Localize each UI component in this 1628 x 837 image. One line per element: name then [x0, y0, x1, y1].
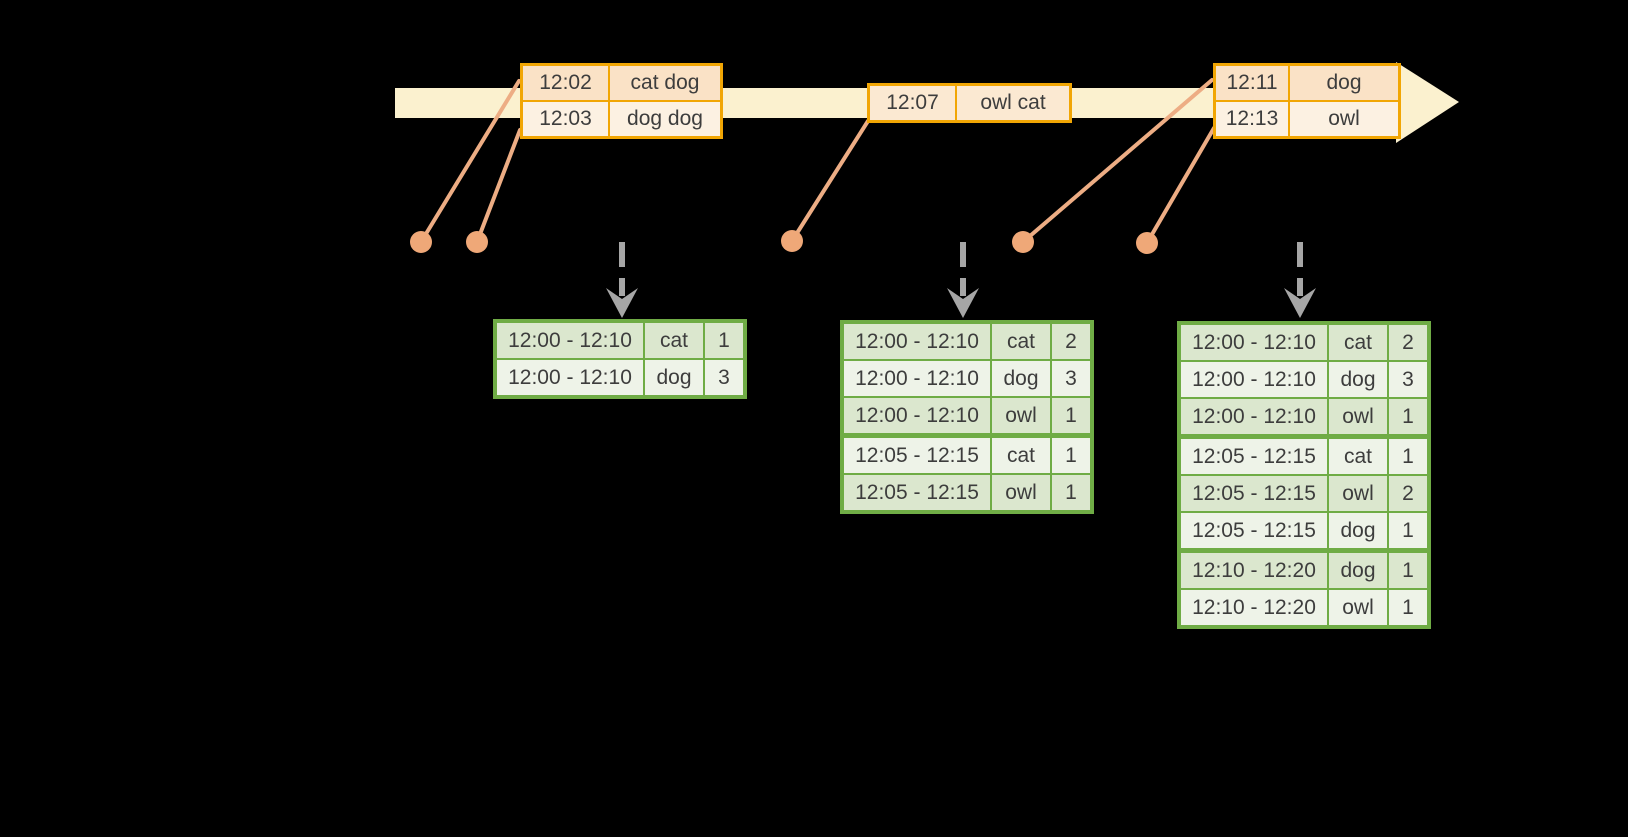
event-dots: [410, 230, 1158, 254]
table-cell: 12:05 - 12:15: [1181, 476, 1327, 511]
connector-line: [419, 79, 521, 244]
table-cell: 2: [1389, 325, 1427, 360]
table-cell: cat: [645, 323, 703, 358]
table-cell: 1: [1389, 553, 1427, 588]
table-cell: dog: [1290, 66, 1398, 100]
event-dot-icon: [410, 231, 432, 253]
table-cell: dog: [992, 361, 1050, 396]
table-cell: 1: [1389, 399, 1427, 434]
table-cell: 1: [1052, 438, 1090, 473]
table-cell: cat: [1329, 325, 1387, 360]
table-cell: 12:07: [870, 86, 955, 120]
table-cell: dog: [1329, 553, 1387, 588]
table-cell: 12:13: [1216, 102, 1288, 136]
table-cell: owl: [992, 398, 1050, 433]
table-cell: 12:05 - 12:15: [844, 438, 990, 473]
connector-line: [790, 119, 870, 243]
table-cell: 12:00 - 12:10: [844, 398, 990, 433]
table-cell: owl: [1329, 399, 1387, 434]
table-cell: dog: [1329, 513, 1387, 548]
table-cell: 3: [705, 360, 743, 395]
table-cell: 12:00 - 12:10: [1181, 362, 1327, 397]
table-cell: 12:00 - 12:10: [1181, 399, 1327, 434]
trigger-arrows: [606, 242, 1316, 318]
table-cell: 2: [1389, 476, 1427, 511]
table-cell: 3: [1389, 362, 1427, 397]
table-cell: 12:05 - 12:15: [1181, 513, 1327, 548]
connector-line: [1145, 126, 1216, 245]
table-cell: 12:02: [523, 66, 608, 100]
table-cell: dog dog: [610, 102, 720, 136]
connector-line: [1021, 78, 1214, 244]
table-cell: 12:00 - 12:10: [497, 360, 643, 395]
table-cell: 1: [1052, 398, 1090, 433]
table-cell: owl: [992, 475, 1050, 510]
event-dot-icon: [781, 230, 803, 252]
table-cell: 12:11: [1216, 66, 1288, 100]
table-cell: 12:10 - 12:20: [1181, 590, 1327, 625]
table-cell: cat: [992, 438, 1050, 473]
table-cell: 1: [1389, 513, 1427, 548]
dashed-down-arrow-icon: [606, 242, 638, 318]
table-cell: owl: [1290, 102, 1398, 136]
table-cell: 12:00 - 12:10: [497, 323, 643, 358]
connector-line: [475, 128, 522, 244]
table-cell: dog: [1329, 362, 1387, 397]
table-cell: owl: [1329, 590, 1387, 625]
table-cell: 3: [1052, 361, 1090, 396]
event-dot-icon: [1136, 232, 1158, 254]
table-cell: cat: [992, 324, 1050, 359]
event-dot-icon: [1012, 231, 1034, 253]
table-cell: 1: [1052, 475, 1090, 510]
table-cell: 12:00 - 12:10: [844, 361, 990, 396]
table-cell: cat dog: [610, 66, 720, 100]
dashed-down-arrow-icon: [947, 242, 979, 318]
table-cell: 12:05 - 12:15: [844, 475, 990, 510]
table-cell: 1: [1389, 439, 1427, 474]
table-cell: 12:00 - 12:10: [1181, 325, 1327, 360]
table-cell: 1: [705, 323, 743, 358]
table-cell: 2: [1052, 324, 1090, 359]
table-cell: 1: [1389, 590, 1427, 625]
dashed-down-arrow-icon: [1284, 242, 1316, 318]
table-cell: 12:05 - 12:15: [1181, 439, 1327, 474]
table-cell: 12:00 - 12:10: [844, 324, 990, 359]
table-cell: owl cat: [957, 86, 1069, 120]
event-dot-icon: [466, 231, 488, 253]
table-cell: 12:03: [523, 102, 608, 136]
connector-lines: [419, 78, 1216, 245]
table-cell: owl: [1329, 476, 1387, 511]
table-cell: dog: [645, 360, 703, 395]
table-cell: cat: [1329, 439, 1387, 474]
table-cell: 12:10 - 12:20: [1181, 553, 1327, 588]
